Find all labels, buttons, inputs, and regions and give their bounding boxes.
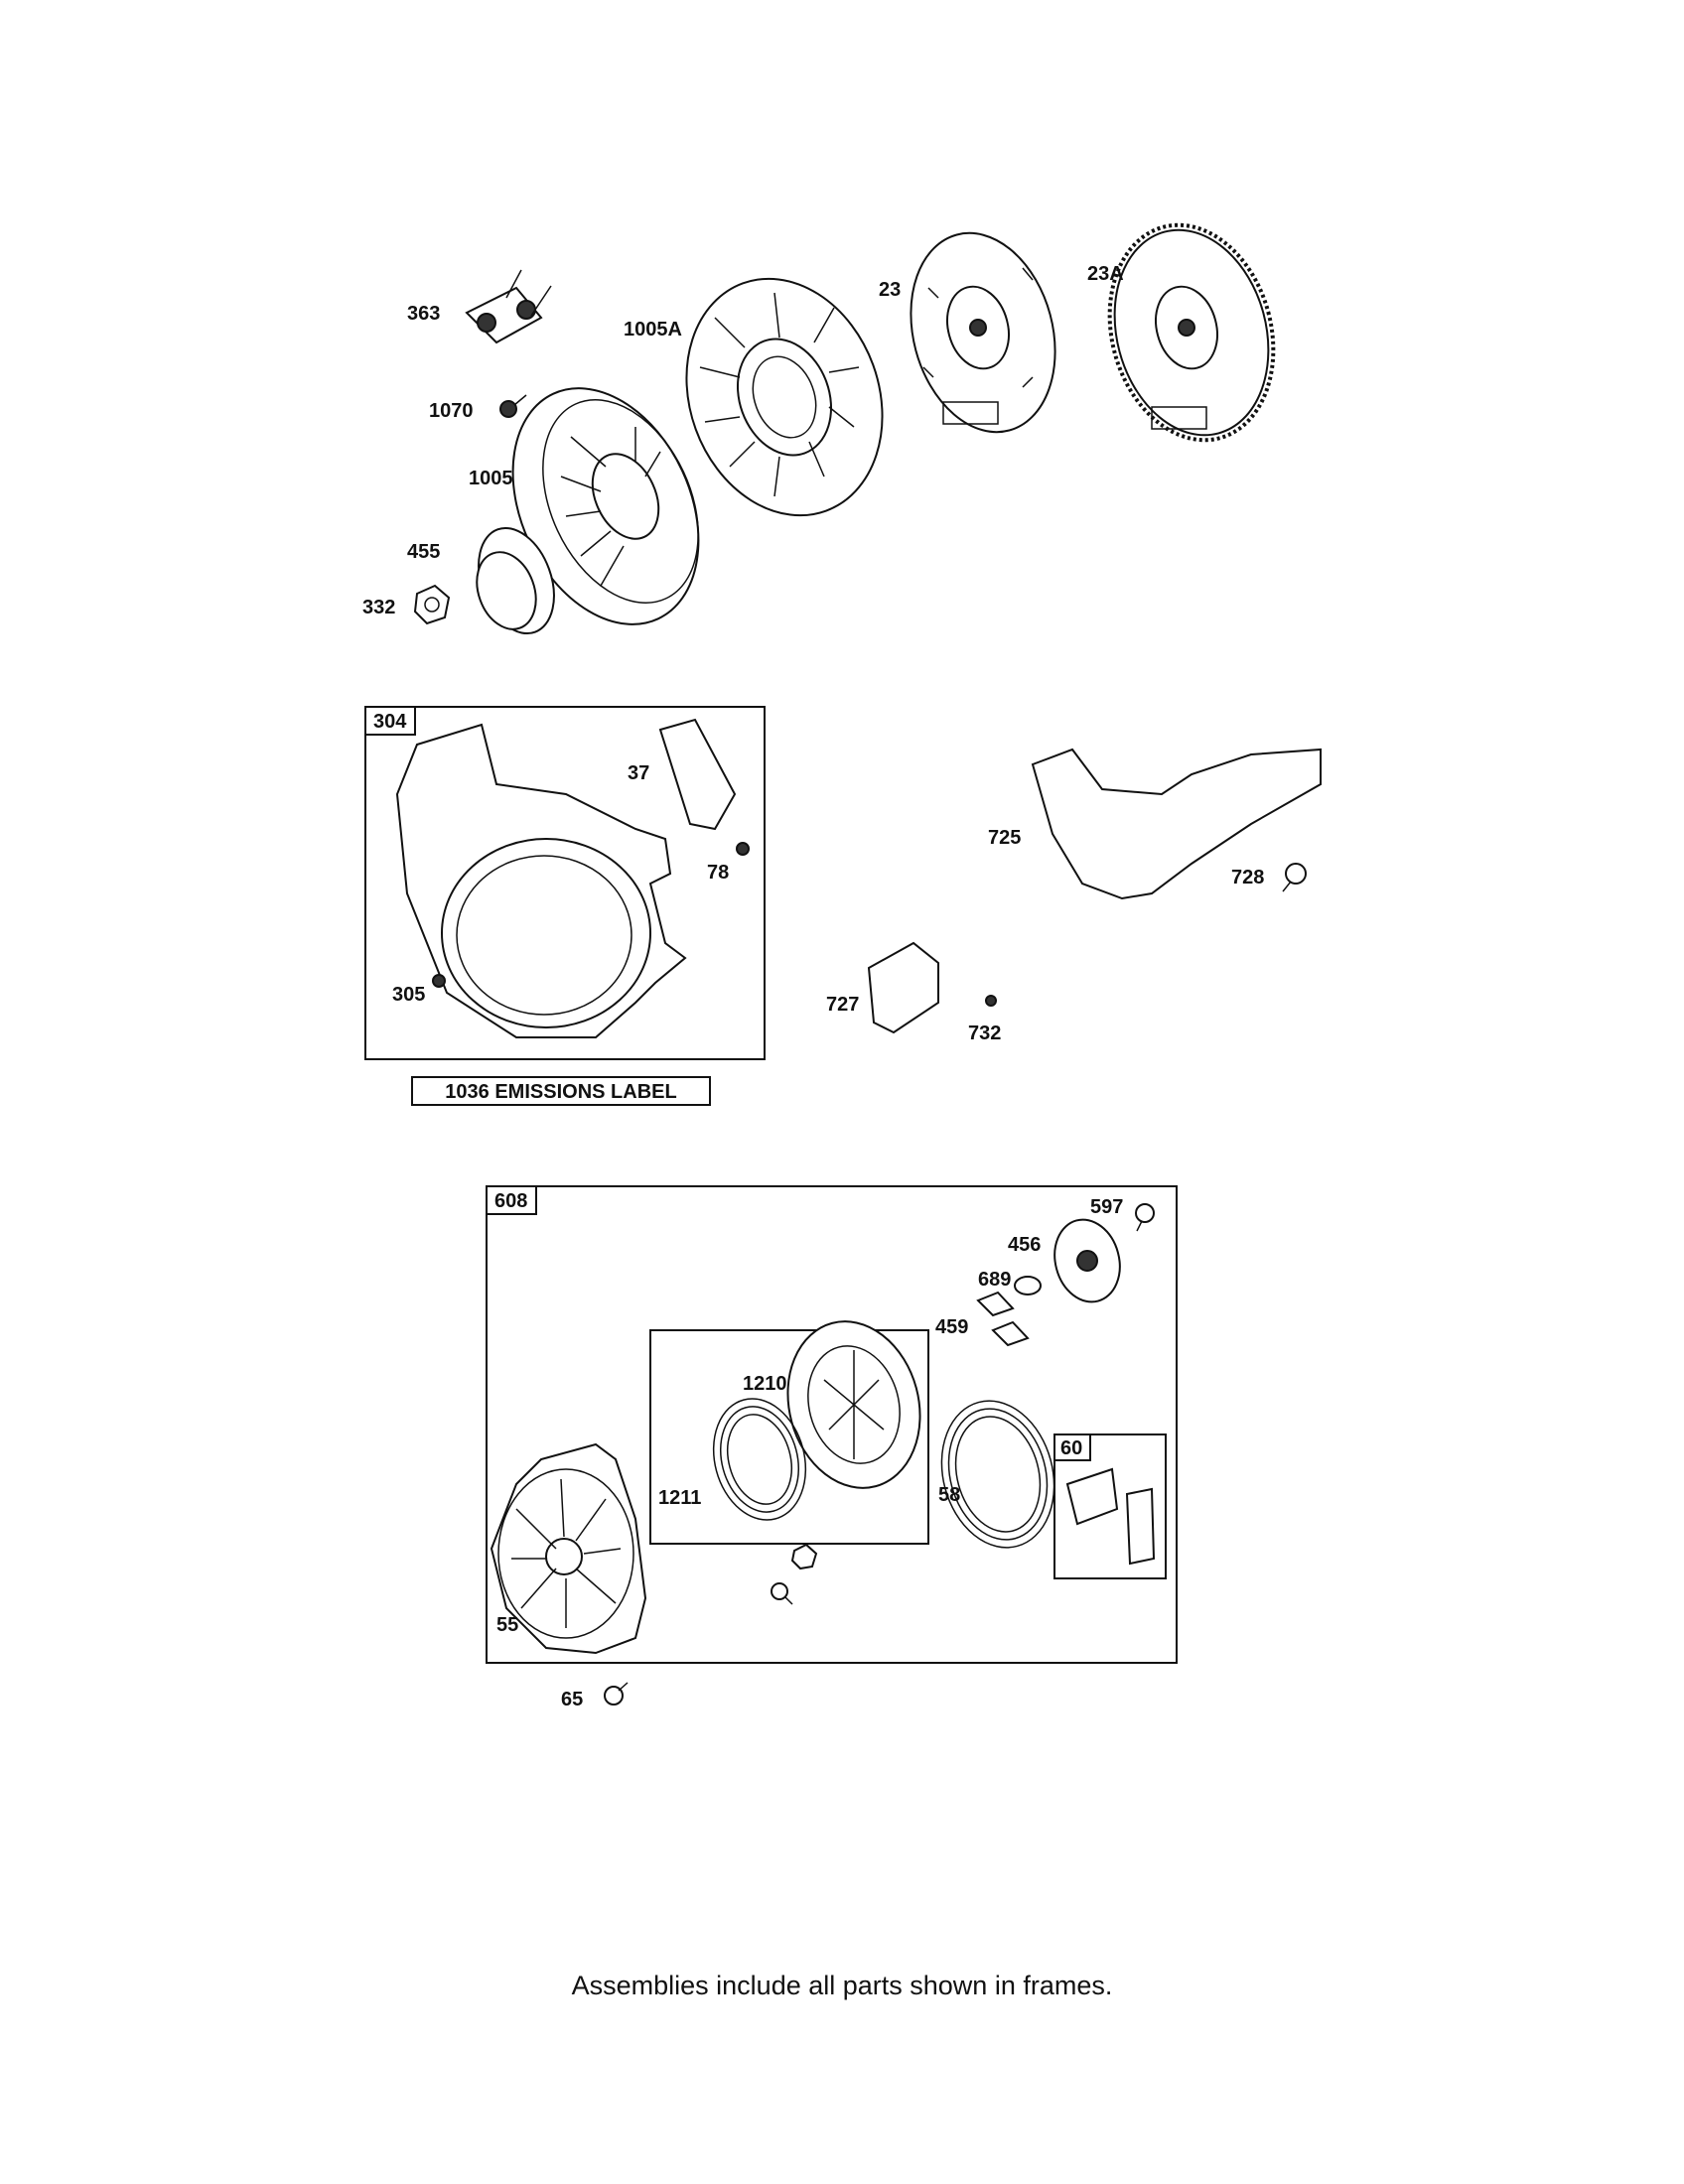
part-label-305: 305 [392, 984, 425, 1006]
part-label-363: 363 [407, 303, 440, 325]
screw-78-drawing [736, 842, 750, 856]
part-label-727: 727 [826, 994, 859, 1016]
part-label-23A: 23A [1087, 263, 1124, 285]
part-label-1211: 1211 [658, 1487, 701, 1509]
emissions-label-text: 1036 EMISSIONS LABEL [445, 1081, 676, 1103]
flywheel-23-drawing [910, 231, 1056, 434]
part-label-65: 65 [561, 1689, 583, 1710]
part-label-23: 23 [879, 279, 901, 301]
part-label-597: 597 [1090, 1196, 1123, 1218]
assembly-frame-60-tag [1053, 1433, 1091, 1461]
nut-332-drawing [413, 584, 451, 625]
emissions-label-box [411, 1076, 711, 1106]
part-label-728: 728 [1231, 867, 1264, 888]
blower-housing-304-drawing [395, 723, 687, 1038]
part-label-456: 456 [1008, 1234, 1041, 1256]
spring-1211-drawing [712, 1398, 807, 1521]
part-label-1005A: 1005A [624, 319, 682, 341]
assembly-frame-608-tag [486, 1185, 537, 1215]
screw-305-drawing [432, 974, 446, 988]
screw-597-drawing [1135, 1203, 1155, 1232]
inner-frame-1210 [649, 1329, 929, 1545]
ring-689-drawing [1014, 1276, 1042, 1296]
cup-455-drawing [476, 526, 555, 635]
part-label-459: 459 [935, 1316, 968, 1338]
part-label-1070: 1070 [429, 400, 474, 422]
flywheel-23A-drawing [1107, 222, 1276, 443]
part-label-78: 78 [707, 862, 729, 884]
part-label-55: 55 [496, 1614, 518, 1636]
cover-727-drawing [867, 941, 939, 1034]
part-label-37: 37 [628, 762, 649, 784]
part-label-608: 608 [494, 1190, 527, 1212]
part-label-58: 58 [938, 1484, 960, 1506]
handle-60-drawing [1065, 1467, 1156, 1566]
screw-65-drawing [604, 1682, 629, 1706]
plate-37-drawing [658, 718, 737, 831]
fan-1005-drawing [511, 387, 700, 625]
fan-1005A-drawing [685, 277, 884, 517]
part-label-689: 689 [978, 1269, 1011, 1291]
part-label-455: 455 [407, 541, 440, 563]
guard-725-drawing [1031, 748, 1322, 900]
part-label-332: 332 [362, 597, 395, 618]
part-label-304: 304 [373, 711, 407, 733]
retainer-456-drawing [1053, 1218, 1121, 1303]
part-label-1210: 1210 [743, 1373, 787, 1395]
part-label-60: 60 [1060, 1437, 1082, 1459]
assembly-frame-608 [486, 1185, 1178, 1664]
screw-732-drawing [985, 995, 997, 1007]
part-label-725: 725 [988, 827, 1021, 849]
part-label-1005: 1005 [469, 468, 513, 489]
dog-459-drawing [976, 1291, 1030, 1347]
assembly-frame-304-tag [364, 706, 416, 736]
bracket-363-drawing [465, 269, 552, 344]
bolt-1070-drawing [499, 394, 527, 418]
rope-58-drawing [940, 1400, 1055, 1549]
nut-starter-drawing [771, 1543, 818, 1605]
assembly-frame-60 [1053, 1433, 1167, 1579]
footer-note: Assemblies include all parts shown in fr… [571, 1971, 1113, 2000]
pulley-1210-drawing [786, 1320, 921, 1489]
starter-housing-55-drawing [490, 1442, 647, 1655]
bolt-728-drawing [1282, 863, 1307, 892]
part-label-732: 732 [968, 1023, 1001, 1044]
assembly-frame-304 [364, 706, 766, 1060]
